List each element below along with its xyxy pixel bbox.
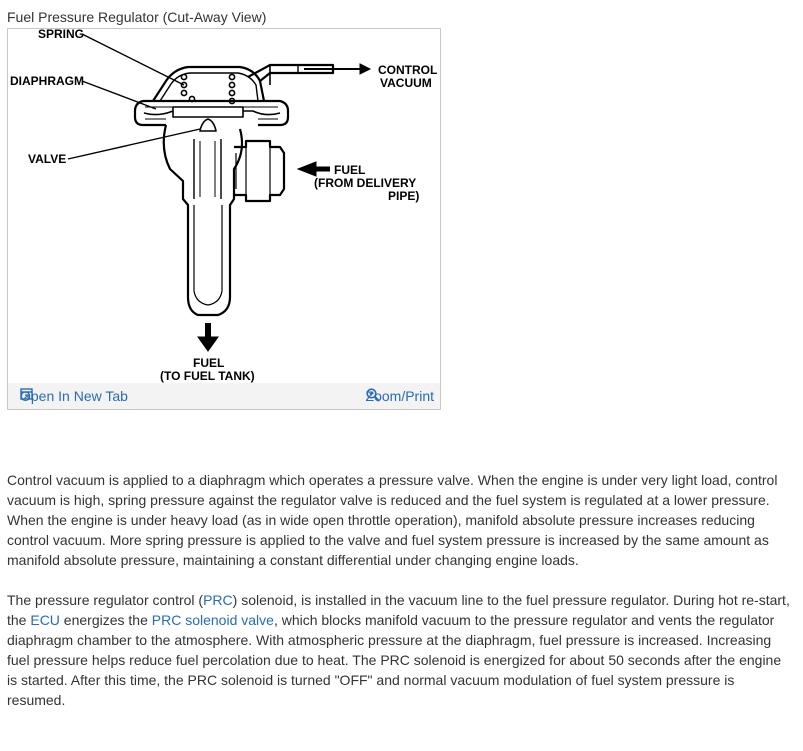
open-new-tab-label: Open In New Tab [20,388,128,404]
fuel-out-label-2: (TO FUEL TANK) [160,369,255,383]
valve-label: VALVE [28,152,66,166]
fuel-in-label-1: FUEL [334,163,365,177]
paragraph-prc-solenoid: The pressure regulator control (PRC) sol… [7,590,792,710]
control-vacuum-label-2: VACUUM [380,76,432,90]
valve-head [199,118,217,132]
regulator-diagram: SPRING DIAPHRAGM VALVE CONTROL VACUUM FU… [10,29,437,383]
control-vacuum-label-1: CONTROL [378,63,437,77]
regulator-body [162,124,244,317]
fuel-out-label-1: FUEL [193,356,224,370]
zoom-print-label: Zoom/Print [365,388,434,404]
prc-link[interactable]: PRC [203,592,233,608]
fuel-in-label-2: (FROM DELIVERY [314,176,416,190]
fuel-in-label-3: PIPE) [388,189,419,203]
figure-caption: Fuel Pressure Regulator (Cut-Away View) [7,9,267,25]
valve-leader [67,128,201,160]
text-segment: , which blocks manifold vacuum to the pr… [7,612,782,708]
diagram-figure: SPRING DIAPHRAGM VALVE CONTROL VACUUM FU… [7,28,441,410]
figure-toolbar: Open In New Tab Zoom/Print [8,383,440,409]
fuel-inlet-fitting [234,139,286,203]
text-segment: ) solenoid, is installed in the vacuum l… [7,592,790,628]
zoom-print-link[interactable]: Zoom/Print [366,388,434,404]
paragraph-control-vacuum: Control vacuum is applied to a diaphragm… [7,472,778,568]
prc-solenoid-valve-link[interactable]: PRC solenoid valve [151,612,274,628]
text-segment: energizes the [59,612,152,628]
open-new-tab-link[interactable]: Open In New Tab [20,388,128,404]
ecu-link[interactable]: ECU [30,612,60,628]
diaphragm-label: DIAPHRAGM [10,74,84,88]
magnifier-icon [365,388,380,402]
spring-label: SPRING [38,29,84,41]
open-new-tab-icon [20,388,33,400]
diaphragm-flange [143,99,290,127]
spring-housing-inner [159,72,259,102]
spring-leader [81,33,185,86]
spring-coils [180,73,236,105]
diaphragm-leader [81,80,157,110]
spring-housing [152,65,266,102]
text-segment: The pressure regulator control ( [7,592,204,608]
vacuum-port [247,63,335,82]
